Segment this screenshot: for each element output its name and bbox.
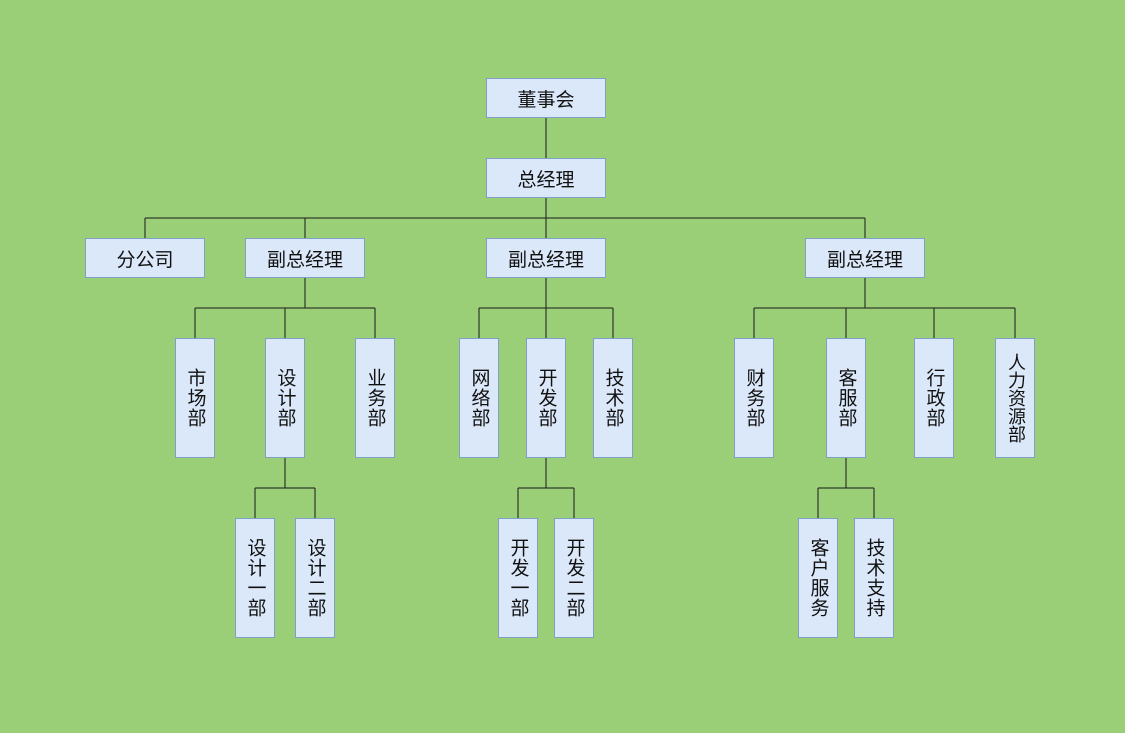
- technology-dept-box: 技术部: [593, 338, 633, 458]
- business-dept-box: 业务部: [355, 338, 395, 458]
- customer-service-dept-box: 客服部: [826, 338, 866, 458]
- general-manager-box: 总经理: [486, 158, 606, 198]
- vp-left-box: 副总经理: [245, 238, 365, 278]
- administration-dept-box: 行政部: [914, 338, 954, 458]
- network-dept-box: 网络部: [459, 338, 499, 458]
- dev-one-box: 开发一部: [498, 518, 538, 638]
- dev-two-box: 开发二部: [554, 518, 594, 638]
- board-box: 董事会: [486, 78, 606, 118]
- design-dept-box: 设计部: [265, 338, 305, 458]
- vp-right-box: 副总经理: [805, 238, 925, 278]
- vp-center-box: 副总经理: [486, 238, 606, 278]
- development-dept-box: 开发部: [526, 338, 566, 458]
- tech-support-box: 技术支持: [854, 518, 894, 638]
- finance-dept-box: 财务部: [734, 338, 774, 458]
- human-resources-dept-box: 人力资源部: [995, 338, 1035, 458]
- design-one-box: 设计一部: [235, 518, 275, 638]
- branch-office-box: 分公司: [85, 238, 205, 278]
- market-dept-box: 市场部: [175, 338, 215, 458]
- design-two-box: 设计二部: [295, 518, 335, 638]
- client-service-box: 客户服务: [798, 518, 838, 638]
